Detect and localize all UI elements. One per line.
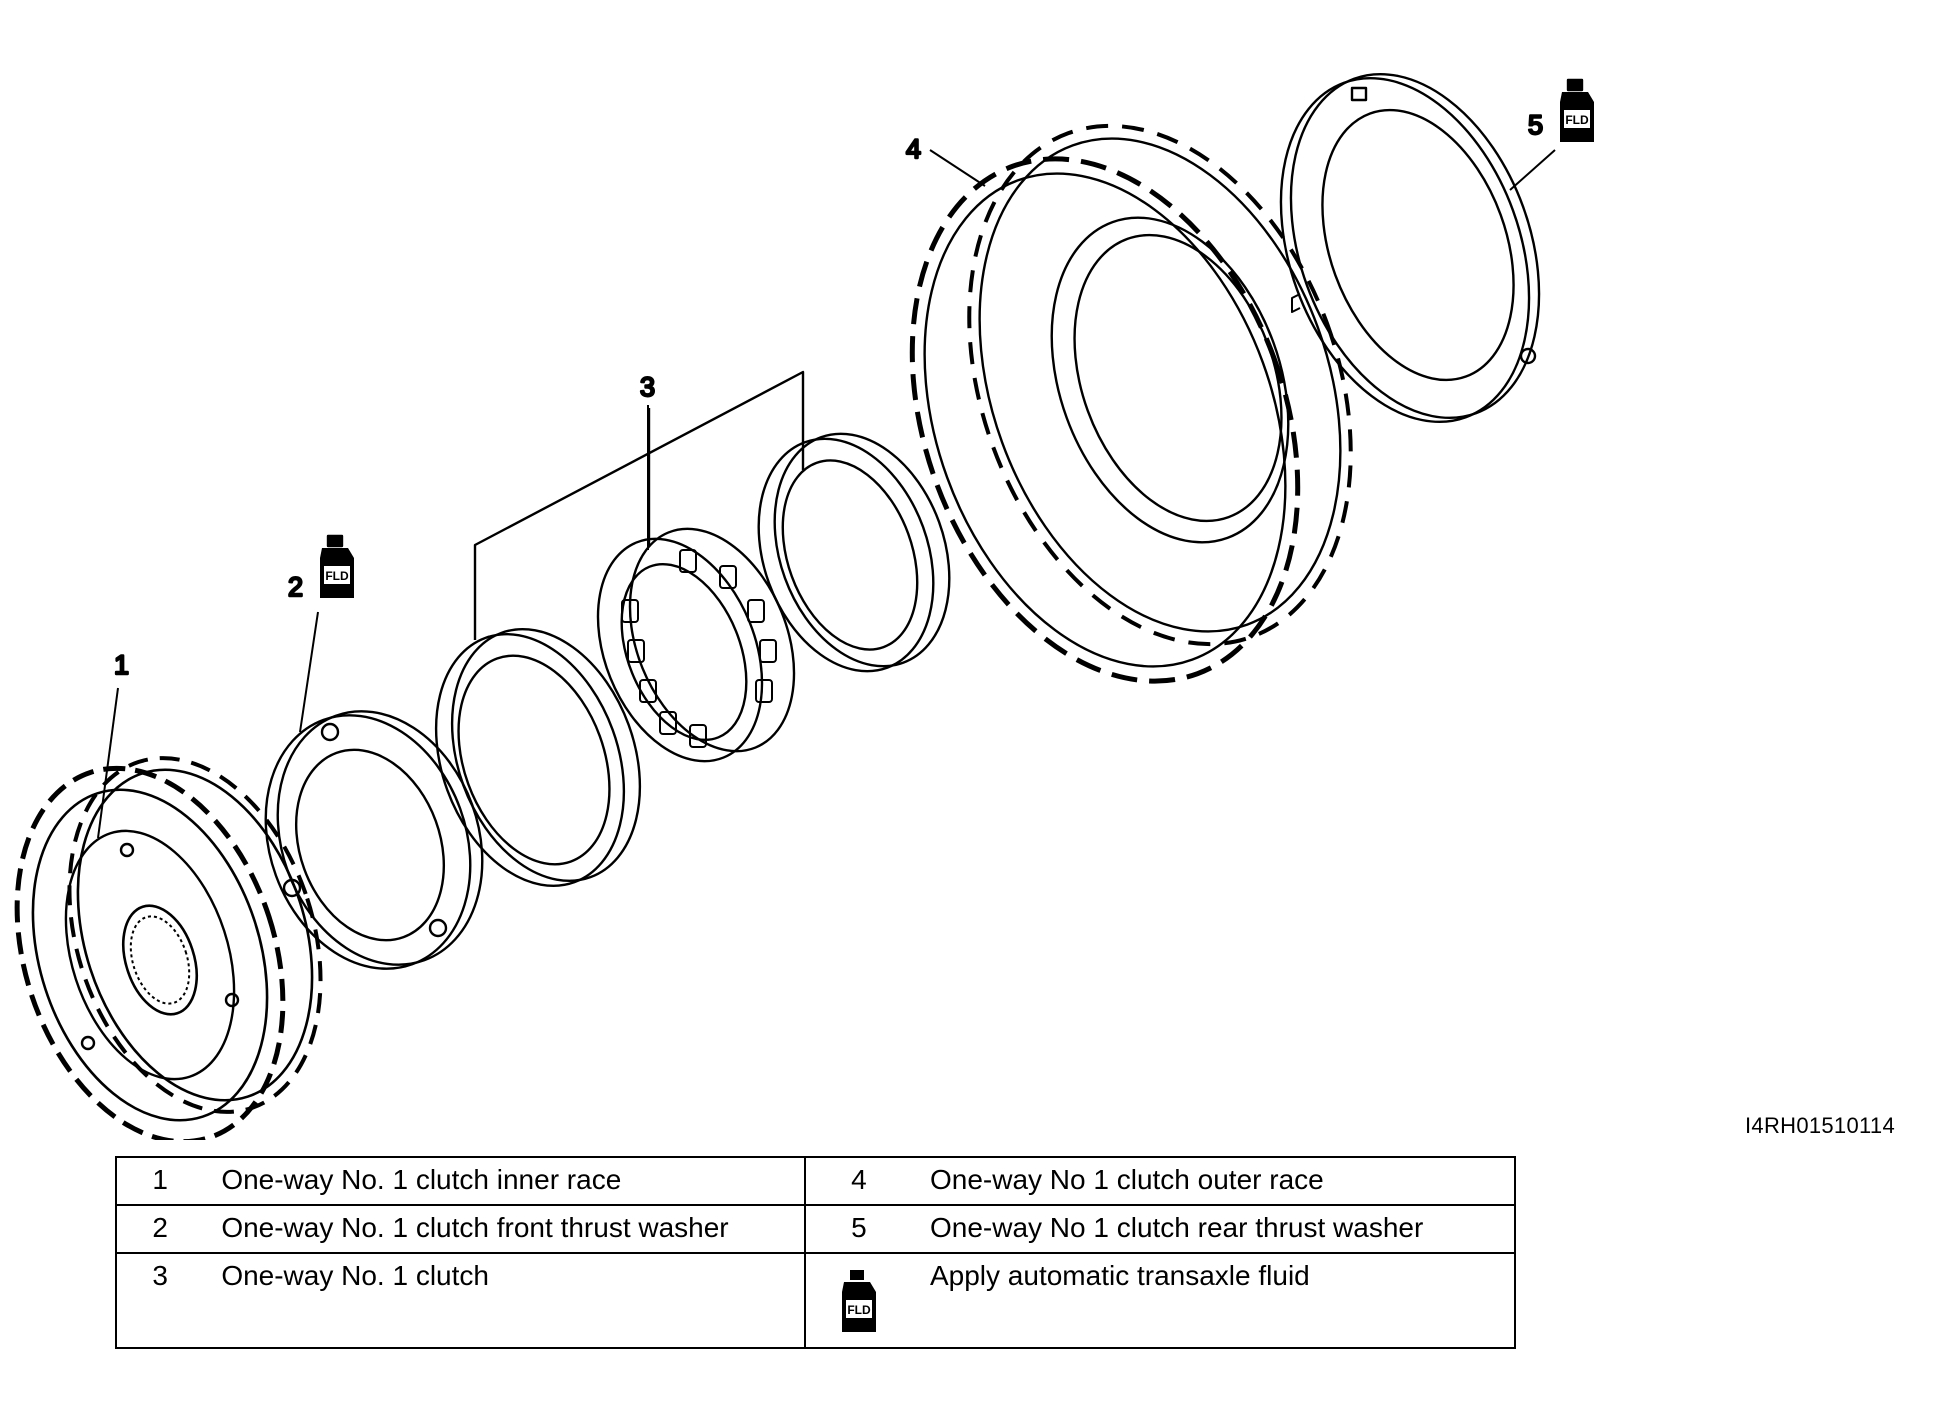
callout-2: 2 [288,572,303,602]
callout-4: 4 [906,134,921,164]
legend-description: One-way No 1 clutch rear thrust washer [911,1204,1517,1254]
callout-5: 5 [1528,110,1543,140]
legend-description: Apply automatic transaxle fluid [911,1252,1517,1349]
legend-description: One-way No 1 clutch outer race [911,1156,1517,1206]
legend-row: 1 One-way No. 1 clutch inner race 4 One-… [114,1156,1517,1206]
svg-text:FLD: FLD [325,569,349,583]
callout-3: 3 [640,372,655,402]
legend-number: 2 [114,1204,204,1254]
svg-text:FLD: FLD [1565,113,1589,127]
legend-number: 3 [114,1252,204,1349]
legend-number: 5 [804,1204,912,1254]
legend-row: 3 One-way No. 1 clutch FLD Apply automat… [114,1252,1517,1349]
legend-description: One-way No. 1 clutch inner race [203,1156,806,1206]
legend-description: One-way No. 1 clutch front thrust washer [203,1204,806,1254]
fluid-bottle-icon: FLD [320,534,354,598]
legend-row: 2 One-way No. 1 clutch front thrust wash… [114,1204,1517,1254]
legend-number: 4 [804,1156,912,1206]
callout-1: 1 [114,650,129,680]
part-5-rear-thrust-washer [1279,72,1541,424]
parts-legend-table: 1 One-way No. 1 clutch inner race 4 One-… [114,1156,1517,1349]
svg-text:FLD: FLD [847,1303,871,1317]
legend-fluid-icon-cell: FLD [804,1252,912,1349]
figure-id: I4RH01510114 [1745,1113,1895,1138]
part-1-inner-race [14,756,323,1140]
part-3-one-way-clutch [434,370,951,888]
leader-lines [97,149,1556,839]
fluid-bottle-icon: FLD [1560,78,1594,142]
fluid-bottle-icon: FLD [841,1270,876,1332]
part-4-outer-race [909,123,1353,684]
legend-number: 1 [114,1156,204,1206]
exploded-view-diagram: 1 2 3 4 5 FLD FLD [14,72,1594,1140]
legend-description: One-way No. 1 clutch [203,1252,806,1349]
